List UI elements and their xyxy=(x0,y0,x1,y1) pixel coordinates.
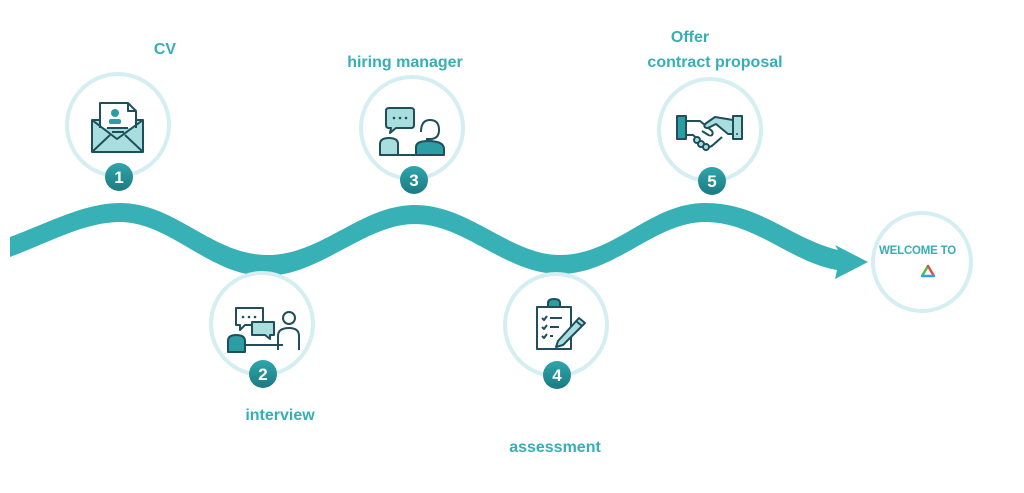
welcome-node xyxy=(871,211,973,313)
step-1-number: 1 xyxy=(114,168,123,187)
step-5-number: 5 xyxy=(707,172,716,191)
envelope-cv-icon xyxy=(91,102,144,153)
welcome-ring xyxy=(871,211,973,313)
step-1-badge xyxy=(105,163,133,191)
step-5-badge xyxy=(698,167,726,195)
step-4 xyxy=(503,272,609,389)
welcome-label: WELCOME TO xyxy=(879,245,957,257)
step-3-number: 3 xyxy=(409,171,418,190)
step-2-badge xyxy=(249,360,277,388)
triangle-logo-icon xyxy=(920,264,936,278)
step-3-label: hiring manager xyxy=(347,54,463,71)
step-5-label-line2: contract proposal xyxy=(647,54,783,71)
step-2-label: interview xyxy=(245,407,315,424)
interview-chat-icon xyxy=(227,307,300,353)
handshake-icon xyxy=(676,115,743,151)
manager-meeting-icon xyxy=(379,107,445,156)
step-3-badge xyxy=(400,166,428,194)
step-4-number: 4 xyxy=(552,366,562,385)
wave-band xyxy=(10,203,868,279)
step-4-label: assessment xyxy=(509,439,601,456)
step-3 xyxy=(359,75,465,194)
step-5-label-line1: Offer xyxy=(670,29,710,46)
step-2 xyxy=(209,271,315,388)
clipboard-pencil-icon xyxy=(536,298,586,350)
step-4-badge xyxy=(543,361,571,389)
step-5 xyxy=(657,77,763,195)
step-1-label: CV xyxy=(153,41,177,58)
timeline-wave xyxy=(10,203,868,279)
step-1 xyxy=(65,72,171,191)
step-2-number: 2 xyxy=(258,365,267,384)
